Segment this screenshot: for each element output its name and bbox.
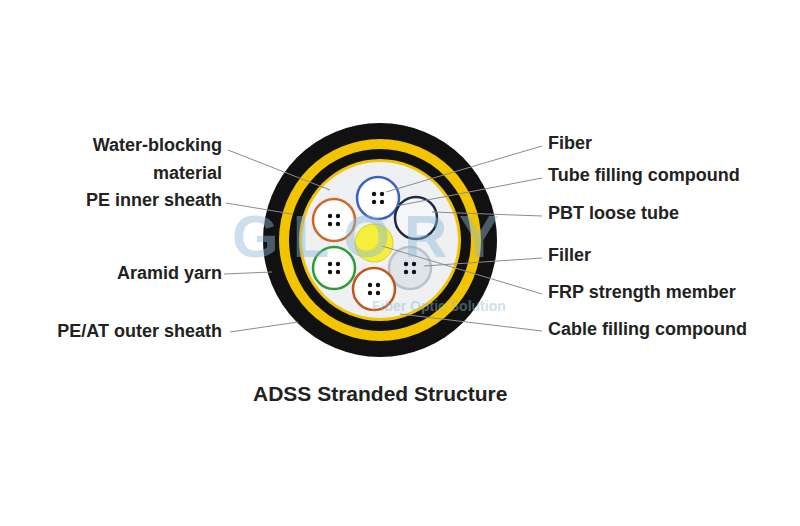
caption: ADSS Stranded Structure xyxy=(253,382,507,406)
part-label: Water-blocking material xyxy=(52,131,222,187)
watermark: GLORY xyxy=(232,202,513,271)
part-label: PE inner sheath xyxy=(86,186,222,214)
leader-lines xyxy=(224,146,542,332)
part-label: FRP strength member xyxy=(548,278,736,306)
fiber-dot xyxy=(404,270,408,274)
fiber-dot xyxy=(376,283,380,287)
fiber-dot xyxy=(376,291,380,295)
fiber-dot xyxy=(368,291,372,295)
fiber-dot xyxy=(380,192,384,196)
part-label: Aramid yarn xyxy=(117,259,222,287)
part-label: PE/AT outer sheath xyxy=(57,317,222,345)
fiber-dot xyxy=(368,283,372,287)
part-label: Cable filling compound xyxy=(548,315,747,343)
fiber-dot xyxy=(336,270,340,274)
part-label: Fiber xyxy=(548,129,592,157)
part-label: Tube filling compound xyxy=(548,161,740,189)
fiber-dot xyxy=(412,270,416,274)
part-label: PBT loose tube xyxy=(548,199,679,227)
watermark: Fiber Optic Solution xyxy=(372,298,506,314)
part-label: Filler xyxy=(548,241,591,269)
fiber-dot xyxy=(328,270,332,274)
fiber-dot xyxy=(372,192,376,196)
